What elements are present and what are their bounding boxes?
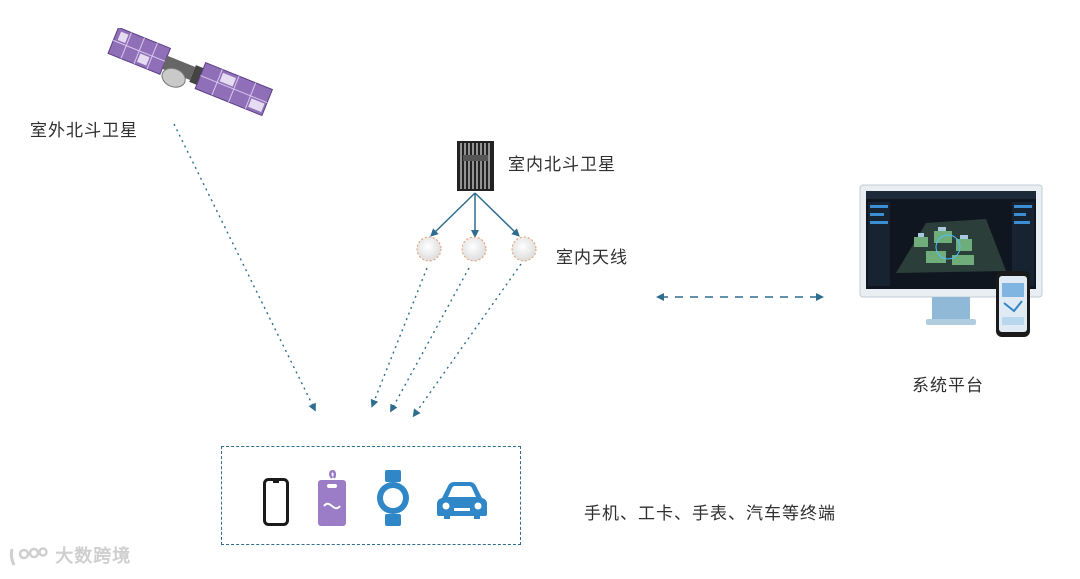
antenna-signal-2: [390, 267, 470, 413]
antenna-3-icon: [511, 236, 537, 262]
car-icon: [437, 482, 487, 519]
indoor-antennas: [416, 236, 537, 262]
antenna-1-icon: [416, 236, 442, 262]
antenna-signal-3: [412, 263, 522, 418]
indoor-link-1: [430, 192, 476, 237]
watermark-logo-icon: [9, 547, 48, 566]
outdoor-signal-line: [173, 123, 316, 412]
indoor-antenna-label: 室内天线: [556, 248, 628, 268]
smartwatch-icon: [377, 470, 409, 526]
work-card-icon: [318, 470, 346, 526]
smartphone-icon: [263, 478, 289, 526]
indoor-satellite-label: 室内北斗卫星: [508, 155, 616, 175]
antenna-2-icon: [461, 236, 487, 262]
terminals-box: [221, 446, 521, 545]
indoor-satellite-icon: [457, 141, 494, 191]
watermark-text: 大数跨境: [55, 546, 132, 567]
indoor-link-3: [474, 192, 520, 237]
watermark: 大数跨境: [8, 542, 131, 569]
outdoor-satellite-icon: [107, 28, 274, 117]
system-platform-label: 系统平台: [912, 376, 984, 396]
terminals-label: 手机、工卡、手表、汽车等终端: [584, 504, 836, 524]
antenna-signal-1: [370, 267, 428, 408]
monitor-icon: [859, 184, 1043, 337]
outdoor-satellite-label: 室外北斗卫星: [30, 121, 138, 141]
